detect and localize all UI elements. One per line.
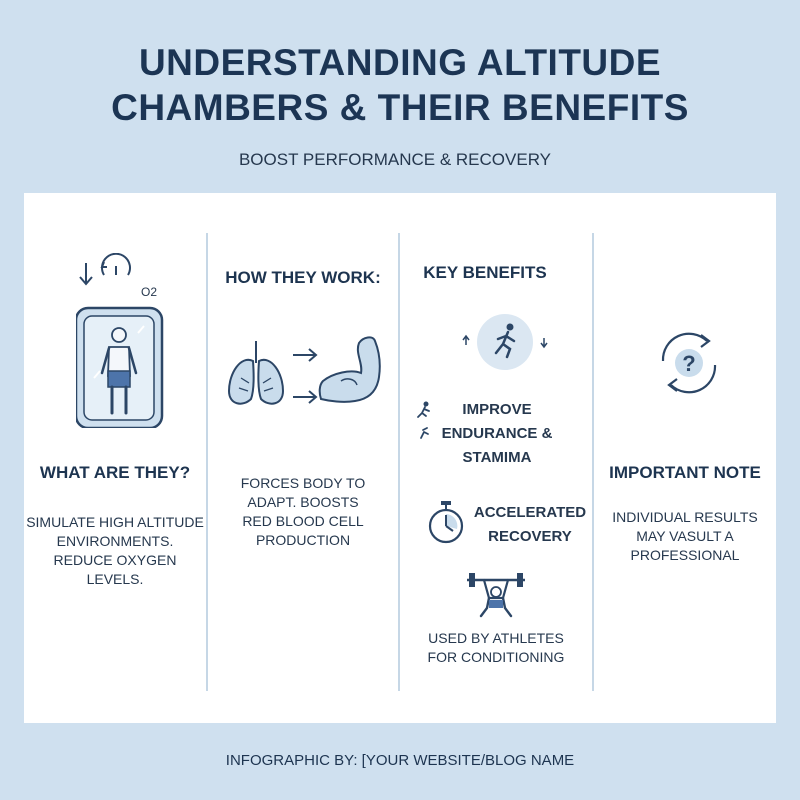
benefit-endurance-line-3: STAMIMA — [462, 449, 532, 466]
column-divider-1 — [206, 233, 208, 691]
running-person-icon — [462, 314, 548, 370]
benefit-recovery-line-1: ACCELERATED — [473, 504, 587, 521]
lungs-icon — [227, 341, 285, 405]
column-key-benefits: KEY BENEFITS IMPROVE ENDURANCE & STAMIMA — [400, 193, 592, 723]
footer-credit: INFOGRAPHIC BY: [YOUR WEBSITE/BLOG NAME — [225, 752, 575, 769]
content-card: O2 WHAT ARE THEY? SIMULATE HIGH ALTITUDE… — [24, 193, 776, 723]
benefit-endurance-line-1: IMPROVE — [462, 401, 532, 418]
note-text-line-3: PROFESSIONAL — [630, 547, 740, 563]
column-divider-3 — [592, 233, 594, 691]
benefit-endurance: IMPROVE ENDURANCE & STAMIMA — [432, 398, 562, 470]
how-text-line-3: RED BLOOD CELL — [242, 513, 364, 529]
important-note-text: INDIVIDUAL RESULTS MAY VASULT A PROFESSI… — [594, 508, 776, 565]
important-note-heading: IMPORTANT NOTE — [609, 463, 761, 482]
stopwatch-icon — [428, 501, 464, 544]
what-text-line-2: ENVIRONMENTS. — [56, 533, 174, 549]
column-important-note: ? IMPORTANT NOTE INDIVIDUAL RESULTS MAY … — [594, 193, 776, 723]
how-they-work-heading: HOW THEY WORK: — [225, 268, 381, 287]
benefit-athletes: USED BY ATHLETES FOR CONDITIONING — [400, 629, 592, 667]
benefit-recovery: ACCELERATED RECOVERY — [470, 501, 590, 549]
flexed-muscle-icon — [318, 336, 381, 403]
key-benefits-heading: KEY BENEFITS — [423, 263, 547, 282]
title-line-2: CHAMBERS & THEIR BENEFITS — [111, 87, 689, 128]
question-cycle-icon: ? — [661, 332, 717, 394]
weightlifter-icon — [467, 573, 525, 618]
how-text-line-1: FORCES BODY TO — [240, 475, 366, 491]
page-subtitle: BOOST PERFORMANCE & RECOVERY — [238, 150, 552, 169]
how-text-line-4: PRODUCTION — [255, 532, 351, 548]
how-they-work-text: FORCES BODY TO ADAPT. BOOSTS RED BLOOD C… — [208, 474, 398, 550]
what-text-line-3: REDUCE OXYGEN LEVELS. — [53, 552, 177, 587]
page-title: UNDERSTANDING ALTITUDE CHAMBERS & THEIR … — [0, 40, 800, 130]
oxygen-label: O2 — [141, 285, 158, 299]
lungs-to-muscle-icon — [227, 336, 381, 405]
title-line-1: UNDERSTANDING ALTITUDE — [138, 42, 662, 83]
how-text-line-2: ADAPT. BOOSTS — [247, 494, 359, 510]
what-are-they-heading: WHAT ARE THEY? — [39, 463, 191, 482]
benefit-endurance-line-2: ENDURANCE & — [441, 425, 553, 442]
benefit-recovery-line-2: RECOVERY — [488, 528, 572, 545]
what-are-they-text: SIMULATE HIGH ALTITUDE ENVIRONMENTS. RED… — [24, 513, 206, 589]
arrow-right-icon — [293, 348, 318, 362]
runner-bullet-icon — [417, 401, 430, 439]
svg-text:?: ? — [682, 351, 695, 376]
note-text-line-1: INDIVIDUAL RESULTS — [612, 509, 758, 525]
note-text-line-2: MAY VASULT A — [636, 528, 734, 544]
benefit-athletes-line-1: USED BY ATHLETES — [428, 630, 564, 646]
altitude-chamber-icon — [76, 253, 164, 428]
pressure-down-arrow-icon — [79, 263, 93, 286]
benefit-athletes-line-2: FOR CONDITIONING — [427, 649, 565, 665]
column-what-are-they: O2 WHAT ARE THEY? SIMULATE HIGH ALTITUDE… — [24, 193, 206, 723]
what-text-line-1: SIMULATE HIGH ALTITUDE — [26, 514, 204, 530]
column-divider-2 — [398, 233, 400, 691]
column-how-they-work: HOW THEY WORK: FORCES BODY TO ADAPT. BOO… — [208, 193, 398, 723]
